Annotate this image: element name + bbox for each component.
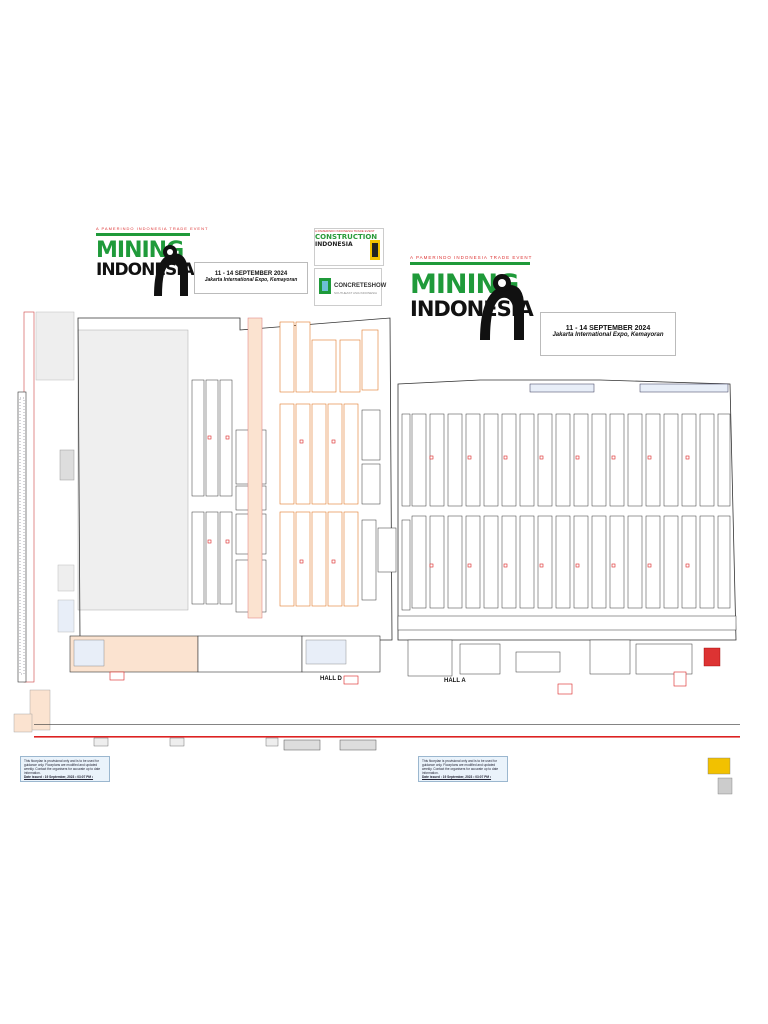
construction-indonesia-word: INDONESIA xyxy=(315,241,353,248)
construction-word: CONSTRUCTION xyxy=(315,233,378,241)
right-event-dates: 11 - 14 SEPTEMBER 2024 xyxy=(565,325,651,332)
concreteshow-sub: SOUTHEAST ASIA INDONESIA xyxy=(334,291,377,295)
concrete-emblem-icon xyxy=(319,278,331,294)
right-date-box: 11 - 14 SEPTEMBER 2024 Jakarta Internati… xyxy=(540,312,676,356)
left-date-box: 11 - 14 SEPTEMBER 2024 Jakarta Internati… xyxy=(194,262,308,294)
concreteshow-word: CONCRETESHOW xyxy=(334,283,387,289)
right-tagline: A PAMERINDO INDONESIA TRADE EVENT xyxy=(410,255,533,260)
hall-d2-label: HALL D xyxy=(320,676,342,682)
logo-indonesia-word: INDONESIA xyxy=(96,260,195,280)
left-event-venue: Jakarta International Expo, Kemayoran xyxy=(204,277,298,283)
logo-bar xyxy=(410,262,530,265)
right-event-venue: Jakarta International Expo, Kemayoran xyxy=(552,332,664,338)
disclaimer-left: This floorplan is provisional only and i… xyxy=(20,756,110,782)
construction-emblem-icon xyxy=(370,240,380,260)
disclaimer-right: This floorplan is provisional only and i… xyxy=(418,756,508,782)
left-mining-logo: MINING INDONESIA xyxy=(96,233,195,299)
disclaimer-left-date: Date issued : 19 September, 2023 • 03:07… xyxy=(24,775,94,779)
logo-mining-word: MINING xyxy=(96,238,184,263)
left-tagline: A PAMERINDO INDONESIA TRADE EVENT xyxy=(96,226,209,231)
logo-indonesia-word: INDONESIA xyxy=(410,297,534,321)
disclaimer-right-date: Date issued : 19 September, 2023 • 03:07… xyxy=(422,775,492,779)
disclaimer-left-text: This floorplan is provisional only and i… xyxy=(24,759,101,775)
logo-bar xyxy=(96,233,190,236)
construction-tagline: A PAMERINDO INDONESIA TRADE EVENT xyxy=(315,229,375,233)
disclaimer-right-text: This floorplan is provisional only and i… xyxy=(422,759,499,775)
concreteshow-logo: CONCRETESHOW SOUTHEAST ASIA INDONESIA xyxy=(314,268,386,306)
left-event-dates: 11 - 14 SEPTEMBER 2024 xyxy=(214,271,288,277)
hall-a-label: HALL A xyxy=(444,678,466,684)
mining-emblem-icon xyxy=(154,245,188,296)
mining-emblem-icon xyxy=(480,274,524,340)
